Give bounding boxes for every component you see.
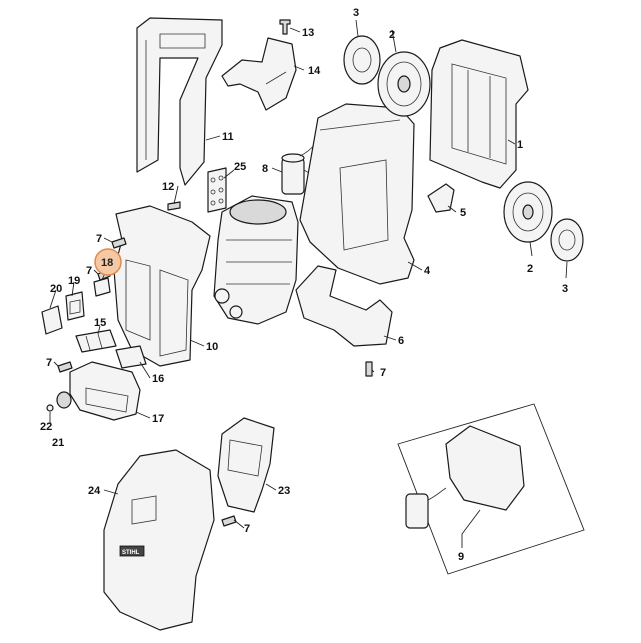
callout-7-d[interactable]: 7 <box>380 367 386 379</box>
part-25-clip[interactable] <box>207 167 227 213</box>
part-1-frame[interactable] <box>429 39 529 189</box>
callout-13[interactable]: 13 <box>302 27 314 39</box>
part-18[interactable] <box>93 277 111 297</box>
callout-17[interactable]: 17 <box>152 413 164 425</box>
part-2-wheel-lower[interactable] <box>503 181 553 243</box>
part-13-screw[interactable] <box>279 19 291 35</box>
highlight-circle-18 <box>94 248 122 276</box>
part-6-base[interactable] <box>295 265 393 347</box>
part-7-screw-d[interactable] <box>365 361 373 377</box>
callout-6[interactable]: 6 <box>398 335 404 347</box>
part-23-cover-panel[interactable] <box>217 417 275 513</box>
part-12-screw[interactable] <box>167 201 181 211</box>
part-4-housing[interactable] <box>299 103 415 285</box>
part-5-clip[interactable] <box>427 183 455 213</box>
callout-7-e[interactable]: 7 <box>244 523 250 535</box>
callout-2-lower[interactable]: 2 <box>527 263 533 275</box>
part-9-assembly-box[interactable] <box>397 403 585 575</box>
part-7-screw-e[interactable] <box>221 515 237 527</box>
callout-11[interactable]: 11 <box>222 131 234 143</box>
callout-20[interactable]: 20 <box>50 283 62 295</box>
callout-7-b[interactable]: 7 <box>86 265 92 277</box>
callout-labels: 1 2 2 3 3 4 5 6 7 7 7 7 7 8 9 10 11 12 1… <box>40 7 568 563</box>
callout-14[interactable]: 14 <box>308 65 321 77</box>
callout-19[interactable]: 19 <box>68 275 80 287</box>
callout-15[interactable]: 15 <box>94 317 106 329</box>
part-24-cover[interactable]: STIHL <box>103 449 215 631</box>
callout-7-a[interactable]: 7 <box>96 233 102 245</box>
callout-22[interactable]: 22 <box>40 421 52 433</box>
part-11-handle[interactable] <box>136 17 223 186</box>
callout-2-upper[interactable]: 2 <box>389 29 395 41</box>
callout-18-highlighted[interactable]: 18 <box>101 257 113 269</box>
callout-25[interactable]: 25 <box>234 161 246 173</box>
callout-3-upper[interactable]: 3 <box>353 7 359 19</box>
part-7-screw-a[interactable] <box>111 237 127 249</box>
part-motor-pump[interactable] <box>213 195 299 325</box>
part-2-wheel-upper[interactable] <box>377 51 431 117</box>
brand-label: STIHL <box>122 550 140 556</box>
part-21-22-connector[interactable] <box>46 391 72 412</box>
callout-10[interactable]: 10 <box>206 341 218 353</box>
callout-1[interactable]: 1 <box>517 139 523 151</box>
callout-23[interactable]: 23 <box>278 485 290 497</box>
callout-5[interactable]: 5 <box>460 207 466 219</box>
callout-21[interactable]: 21 <box>52 437 64 449</box>
callout-3-lower[interactable]: 3 <box>562 283 568 295</box>
part-3-hubcap-upper[interactable] <box>343 35 381 85</box>
callout-7-c[interactable]: 7 <box>46 357 52 369</box>
callout-12[interactable]: 12 <box>162 181 174 193</box>
part-16[interactable] <box>115 345 147 369</box>
callout-4[interactable]: 4 <box>424 265 431 277</box>
part-19[interactable] <box>65 291 85 321</box>
part-7-screw-c[interactable] <box>57 361 73 373</box>
callout-9[interactable]: 9 <box>458 551 464 563</box>
part-3-hubcap-lower[interactable] <box>550 218 584 262</box>
part-15[interactable] <box>75 329 117 353</box>
part-20[interactable] <box>41 305 63 335</box>
part-14-holder[interactable] <box>221 37 297 111</box>
callout-24[interactable]: 24 <box>88 485 101 497</box>
part-17[interactable] <box>69 361 141 421</box>
callout-8[interactable]: 8 <box>262 163 268 175</box>
callout-16[interactable]: 16 <box>152 373 164 385</box>
